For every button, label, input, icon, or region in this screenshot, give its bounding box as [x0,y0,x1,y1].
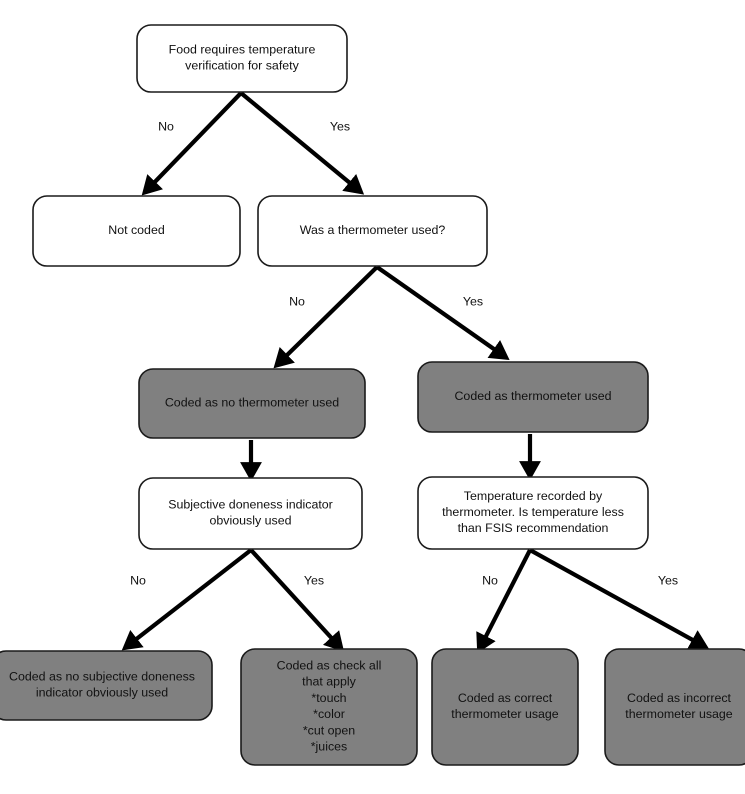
not-coded-node-line-0: Not coded [108,223,165,237]
coded-as-no-subjective-doneness-node-line-0: Coded as no subjective doneness [9,670,195,684]
subjective-doneness-indicator-node-line-1: obviously used [210,514,292,528]
was-a-thermometer-used-node[interactable]: Was a thermometer used? [257,195,488,267]
was-a-thermometer-used-node-label: Was a thermometer used? [300,223,446,237]
edge-label-root-no: No [158,119,174,133]
was-a-thermometer-used-node-line-0: Was a thermometer used? [300,223,446,237]
subjective-doneness-indicator-node-label: Subjective doneness indicator obviously u… [168,498,333,528]
edge-subjective-to-coded-check-all [249,548,345,652]
coded-as-check-all-that-apply-node-line-5: *juices [311,740,348,754]
coded-as-no-thermometer-used-node-label: Coded as no thermometer used [165,396,339,410]
coded-as-thermometer-used-node-label: Coded as thermometer used [454,389,611,403]
edge-label-fsis-yes: Yes [658,573,678,587]
coded-as-thermometer-used-node-line-0: Coded as thermometer used [454,389,611,403]
nodes-layer: Food requires temperature verification fo… [0,24,745,766]
subjective-doneness-indicator-node[interactable]: Subjective doneness indicator obviously u… [138,477,363,550]
coded-as-no-thermometer-used-node-line-0: Coded as no thermometer used [165,396,339,410]
coded-as-check-all-that-apply-node[interactable]: Coded as check all that apply *touch *color… [240,648,418,766]
coded-as-incorrect-thermometer-usage-node[interactable]: Coded as incorrect thermometer usage [604,648,745,766]
coded-as-check-all-that-apply-node-line-1: that apply [302,675,357,689]
edge-fsis-to-coded-incorrect [528,548,710,650]
edge-label-thermometer-no: No [289,294,305,308]
subjective-doneness-indicator-node-line-0: Subjective doneness indicator [168,498,333,512]
coded-as-incorrect-thermometer-usage-node-line-0: Coded as incorrect [627,691,732,705]
coded-as-check-all-that-apply-node-label: Coded as check all that apply *touch *color… [277,659,382,754]
coded-as-correct-thermometer-usage-node[interactable]: Coded as correct thermometer usage [431,648,579,766]
coded-as-no-thermometer-used-node[interactable]: Coded as no thermometer used [138,368,366,439]
not-coded-node-shape [32,195,241,267]
edge-label-root-yes: Yes [330,119,350,133]
coded-as-check-all-that-apply-node-line-3: *color [313,707,345,721]
was-a-thermometer-used-node-shape [257,195,488,267]
not-coded-node-label: Not coded [108,223,165,237]
subjective-doneness-indicator-node-shape [138,477,363,550]
coded-as-check-all-that-apply-node-line-4: *cut open [303,724,355,738]
edge-root-to-thermometer-question [239,91,365,195]
coded-as-no-subjective-doneness-node-shape [0,650,213,721]
edge-root-to-not-coded [141,91,243,196]
food-requires-temperature-verification-node[interactable]: Food requires temperature verification fo… [136,24,348,93]
coded-as-no-thermometer-used-node-shape [138,368,366,439]
temperature-recorded-fsis-node-shape [417,476,649,550]
coded-as-correct-thermometer-usage-node-shape [431,648,579,766]
coded-as-incorrect-thermometer-usage-node-label: Coded as incorrect thermometer usage [625,691,733,721]
coded-as-correct-thermometer-usage-node-line-0: Coded as correct [458,691,553,705]
coded-as-thermometer-used-node-shape [417,361,649,433]
coded-as-incorrect-thermometer-usage-node-shape [604,648,745,766]
coded-as-correct-thermometer-usage-node-label: Coded as correct thermometer usage [451,691,559,721]
temperature-recorded-fsis-node[interactable]: Temperature recorded by thermometer. Is t… [417,476,649,550]
coded-as-no-subjective-doneness-node-line-1: indicator obviously used [36,686,168,700]
food-requires-temperature-verification-node-line-1: verification for safety [185,59,299,73]
temperature-recorded-fsis-node-line-1: thermometer. Is temperature less [442,505,624,519]
edges-layer [121,91,710,654]
temperature-recorded-fsis-node-line-0: Temperature recorded by [464,489,603,503]
food-requires-temperature-verification-node-line-0: Food requires temperature [169,43,316,57]
temperature-recorded-fsis-node-line-2: than FSIS recommendation [458,521,609,535]
coded-as-incorrect-thermometer-usage-node-line-1: thermometer usage [625,707,733,721]
coded-as-correct-thermometer-usage-node-line-1: thermometer usage [451,707,559,721]
temperature-recorded-fsis-node-label: Temperature recorded by thermometer. Is t… [442,489,624,535]
edge-subjective-to-coded-no-subjective [121,548,253,651]
edge-label-subjective-yes: Yes [304,573,324,587]
edge-label-fsis-no: No [482,573,498,587]
edge-fsis-to-coded-correct [476,549,532,654]
food-requires-temperature-verification-node-shape [136,24,348,93]
coded-as-thermometer-used-node[interactable]: Coded as thermometer used [417,361,649,433]
edge-thermometer-to-coded-thermometer [375,265,510,361]
coded-as-check-all-that-apply-node-line-0: Coded as check all [277,659,382,673]
coded-as-check-all-that-apply-node-shape [240,648,418,766]
food-requires-temperature-verification-node-label: Food requires temperature verification fo… [169,43,316,73]
coded-as-check-all-that-apply-node-line-2: *touch [311,691,346,705]
edge-label-subjective-no: No [130,573,146,587]
edge-label-thermometer-yes: Yes [463,294,483,308]
coded-as-no-subjective-doneness-node-label: Coded as no subjective doneness indicator… [9,670,195,700]
edge-thermometer-to-coded-no-thermometer [273,265,379,369]
coded-as-no-subjective-doneness-node[interactable]: Coded as no subjective doneness indicator… [0,650,213,721]
not-coded-node[interactable]: Not coded [32,195,241,267]
